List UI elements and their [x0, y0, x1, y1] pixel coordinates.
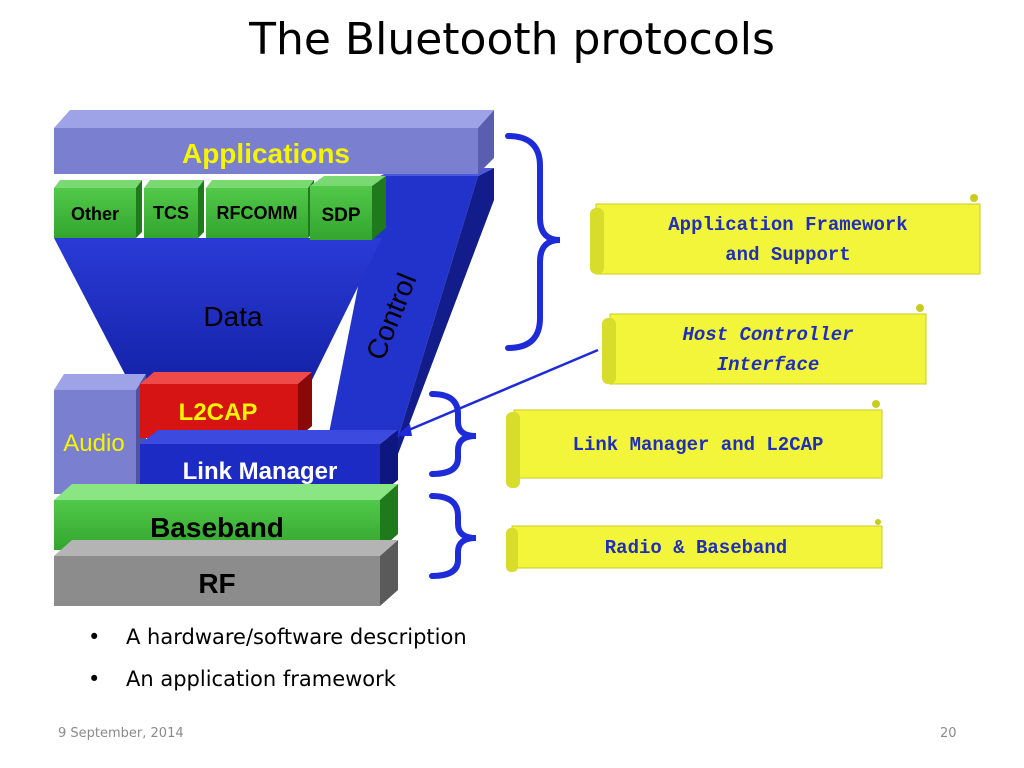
- braces: [429, 133, 561, 579]
- app-framework-line2: and Support: [725, 244, 850, 266]
- other-box: [54, 180, 142, 238]
- bullet-list: A hardware/software description An appli…: [86, 620, 467, 704]
- link-manager-l2cap-text: Link Manager and L2CAP: [573, 434, 824, 456]
- brace-applications: [505, 133, 561, 351]
- l2cap-label: L2CAP: [179, 399, 258, 426]
- rf-label: RF: [198, 568, 235, 599]
- hci-line2: Interface: [717, 354, 820, 376]
- tcs-box: [144, 180, 204, 238]
- hci-pointer-arrow: [396, 348, 599, 436]
- bullet-item: An application framework: [86, 662, 467, 704]
- sdp-box: [310, 176, 386, 240]
- data-funnel: [54, 238, 382, 384]
- bullet-item: A hardware/software description: [86, 620, 467, 662]
- sdp-label: SDP: [321, 205, 360, 226]
- scroll-hci: Host Controller Interface: [602, 304, 927, 385]
- scroll-app-framework: Application Framework and Support: [590, 194, 981, 275]
- brace-radio: [429, 493, 477, 579]
- data-label: Data: [203, 301, 263, 332]
- protocol-boxes: [54, 176, 386, 240]
- rfcomm-label: RFCOMM: [217, 203, 298, 223]
- footer-date: 9 September, 2014: [58, 726, 184, 741]
- tcs-label: TCS: [153, 203, 189, 223]
- scroll-radio-baseband: Radio & Baseband: [506, 519, 883, 572]
- scroll-link-manager-l2cap: Link Manager and L2CAP: [506, 400, 883, 488]
- l2cap-layer: [140, 372, 312, 438]
- hci-line1: Host Controller: [682, 324, 854, 346]
- applications-label: Applications: [182, 138, 350, 169]
- audio-label: Audio: [63, 430, 124, 457]
- app-framework-line1: Application Framework: [668, 214, 907, 236]
- applications-layer: [54, 110, 494, 174]
- page-number: 20: [940, 726, 957, 741]
- slide-title: The Bluetooth protocols: [249, 14, 775, 65]
- audio-layer: [54, 374, 146, 494]
- brace-link-manager: [429, 391, 477, 477]
- rf-layer: [54, 540, 398, 606]
- baseband-label: Baseband: [150, 512, 284, 543]
- other-label: Other: [71, 204, 119, 224]
- link-manager-label: Link Manager: [183, 458, 338, 485]
- radio-baseband-text: Radio & Baseband: [605, 537, 787, 559]
